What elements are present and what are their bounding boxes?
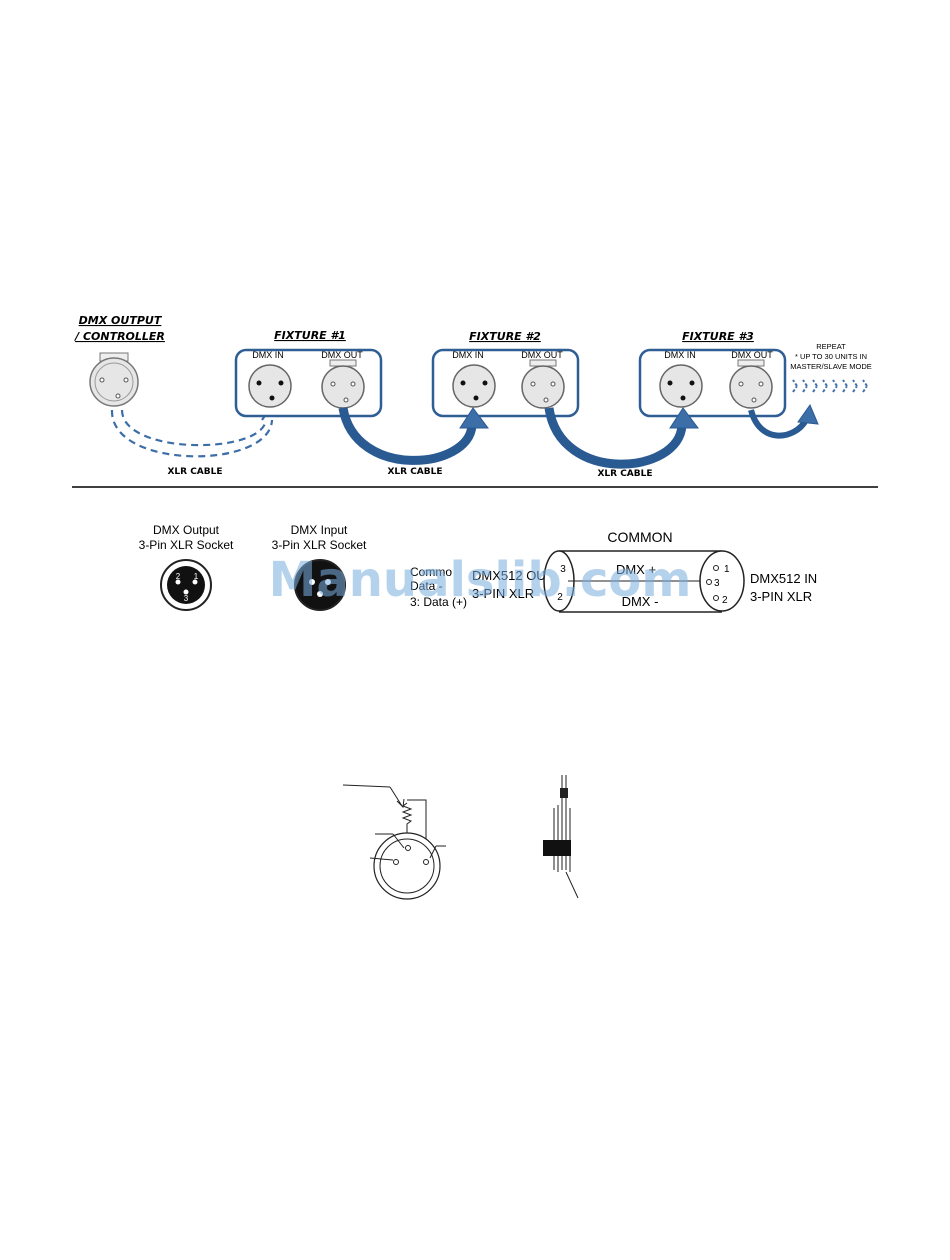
- fixture-3-dmx-in-connector: [659, 364, 703, 408]
- fixture-1-dmx-in-connector: [248, 364, 292, 408]
- fixture-1-in-label: DMX IN: [252, 350, 284, 360]
- cable-label-1: XLR CABLE: [167, 467, 222, 477]
- fixture-2: FIXTURE #2 DMX IN DMX OUT: [431, 330, 580, 418]
- cable-right-pin-1: 1: [724, 564, 730, 575]
- fixture-2-dmx-in-connector: [452, 364, 496, 408]
- cable-right-label-line1: DMX512 IN: [750, 571, 817, 586]
- pin-legend-line1: Commo: [410, 565, 452, 579]
- resistor: [401, 802, 413, 845]
- fixture-1-dmx-out-connector: [321, 365, 365, 409]
- pin-legend-line3: 3: Data (+): [410, 595, 467, 609]
- controller-title-line2: / CONTROLLER: [73, 330, 165, 343]
- cable-dmx-plus: DMX +: [616, 562, 656, 577]
- fixture-3-in-label: DMX IN: [664, 350, 696, 360]
- repeat-line2: * UP TO 30 UNITS IN: [795, 352, 867, 361]
- dashed-xlr-cable-inner: [120, 409, 268, 447]
- cable-common-label: COMMON: [607, 529, 672, 545]
- cable-left-pin-3: 3: [560, 564, 566, 575]
- terminator-xlr-outline: [373, 832, 441, 900]
- output-pin-3: 3: [184, 594, 189, 603]
- xlr-cable-2-to-3: [544, 407, 687, 469]
- cable-label-2: XLR CABLE: [387, 467, 442, 477]
- controller-xlr-connector: [89, 357, 139, 407]
- output-socket-line1: DMX Output: [153, 523, 220, 537]
- terminator-side-view: [543, 775, 579, 899]
- input-socket-line2: 3-Pin XLR Socket: [272, 538, 367, 552]
- repeat-note: REPEAT * UP TO 30 UNITS IN MASTER/SLAVE …: [790, 342, 872, 393]
- cable-left-label-line1: DMX512 OU: [472, 568, 546, 583]
- pin-legend: Commo Data - 3: Data (+): [410, 565, 467, 609]
- repeat-line1: REPEAT: [816, 342, 846, 351]
- xlr-cable-3-out: [748, 409, 809, 439]
- fixture-1-title: FIXTURE #1: [274, 329, 346, 342]
- output-pin-1: 1: [194, 572, 199, 581]
- terminator-diagram: [342, 784, 446, 900]
- fixture-2-out-label: DMX OUT: [521, 350, 563, 360]
- dmx-cable-pinout: COMMON DMX + DMX - 3 2 1 3 2: [543, 529, 745, 613]
- fixture-1-out-label: DMX OUT: [321, 350, 363, 360]
- cable-right-pin-3: 3: [714, 578, 720, 589]
- output-socket-line2: 3-Pin XLR Socket: [139, 538, 234, 552]
- fixture-2-dmx-out-connector: [521, 365, 565, 409]
- input-socket: [294, 559, 346, 611]
- controller-group: DMX OUTPUT / CONTROLLER: [73, 314, 165, 407]
- cable-left-pin-2: 2: [557, 592, 563, 603]
- fixture-3-title: FIXTURE #3: [682, 330, 754, 343]
- fixture-1: FIXTURE #1 DMX IN DMX OUT: [234, 329, 383, 418]
- repeat-chevrons: [792, 379, 868, 393]
- fixture-3-out-label: DMX OUT: [731, 350, 773, 360]
- output-pin-2: 2: [176, 572, 181, 581]
- resistor-leader: [342, 784, 391, 788]
- cable-arrow-3: [797, 403, 819, 425]
- xlr-cable-1-to-2: [338, 407, 477, 465]
- input-socket-line1: DMX Input: [291, 523, 348, 537]
- controller-title-line1: DMX OUTPUT: [79, 314, 163, 327]
- cable-dmx-minus: DMX -: [622, 594, 659, 609]
- cable-left-label-line2: 3-PIN XLR: [472, 586, 534, 601]
- watermark: Manualslib.com: [269, 552, 692, 608]
- cable-right-pin-2: 2: [722, 595, 728, 606]
- cable-right-label-line2: 3-PIN XLR: [750, 589, 812, 604]
- output-socket: 2 1 3: [160, 559, 212, 611]
- fixture-3: FIXTURE #3 DMX IN DMX OUT: [638, 330, 787, 418]
- fixture-2-in-label: DMX IN: [452, 350, 484, 360]
- pin-legend-line2: Data -: [410, 579, 443, 593]
- fixture-2-title: FIXTURE #2: [469, 330, 541, 343]
- fixture-3-dmx-out-connector: [729, 365, 773, 409]
- terminator-band: [543, 840, 571, 856]
- cable-arrow-1: [459, 407, 489, 429]
- cable-arrow-2: [669, 407, 699, 429]
- repeat-line3: MASTER/SLAVE MODE: [790, 362, 872, 371]
- dashed-xlr-cable-outer: [110, 409, 274, 458]
- cable-label-3: XLR CABLE: [597, 469, 652, 479]
